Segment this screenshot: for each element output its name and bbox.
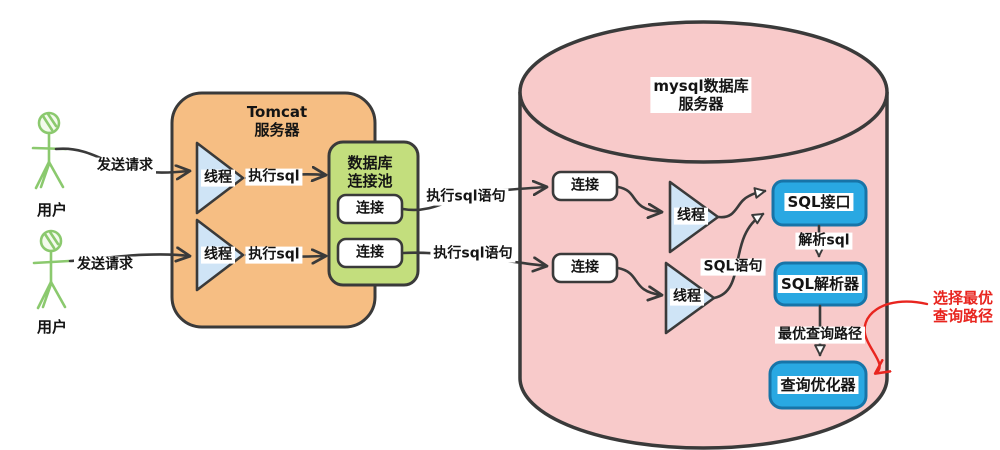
- pool-connection-label-1: 连接: [356, 200, 384, 217]
- sql-interface-label: SQL接口: [784, 193, 854, 211]
- user-figure-2: [32, 229, 71, 310]
- tomcat-thread-label-2: 线程: [201, 246, 235, 264]
- pool-title: 数据库 连接池: [347, 154, 393, 190]
- annotation-arrow: [863, 300, 929, 373]
- user-label-1: 用户: [36, 201, 68, 219]
- thread-to-interface-arrow-1: [717, 187, 767, 219]
- mysql-connection-box-1: [551, 170, 619, 202]
- exec-sql-label-2: 执行sql: [245, 246, 303, 264]
- exec-sql-stmt-label-1: 执行sql语句: [423, 188, 509, 206]
- tomcat-thread-label-1: 线程: [201, 169, 235, 187]
- mysql-connection-label-1: 连接: [571, 177, 599, 194]
- request-label-1: 发送请求: [94, 157, 156, 175]
- mysql-thread-label-1: 线程: [674, 207, 708, 225]
- mysql-title: mysql数据库 服务器: [650, 77, 752, 113]
- best-path-label: 最优查询路径: [775, 326, 865, 344]
- sql-parser-label: SQL解析器: [777, 275, 863, 293]
- tomcat-title: Tomcat 服务器: [246, 103, 308, 139]
- request-label-2: 发送请求: [74, 256, 136, 274]
- conn-to-thread-arrow-2: [616, 266, 661, 295]
- sql-stmt-label: SQL语句: [700, 258, 766, 276]
- exec-sql-stmt-label-2: 执行sql语句: [430, 245, 516, 263]
- pool-connection-label-2: 连接: [356, 244, 384, 261]
- exec-sql-label-1: 执行sql: [245, 168, 303, 186]
- user-figure-1: [31, 111, 68, 190]
- user-label-2: 用户: [36, 318, 68, 336]
- conn-to-thread-arrow-1: [616, 185, 661, 212]
- annotation-text: 选择最优 查询路径: [932, 289, 994, 325]
- query-optimizer-label: 查询优化器: [777, 376, 859, 394]
- mysql-thread-label-2: 线程: [670, 288, 704, 306]
- mysql-connection-label-2: 连接: [571, 259, 599, 276]
- parse-sql-label: 解析sql: [795, 232, 853, 250]
